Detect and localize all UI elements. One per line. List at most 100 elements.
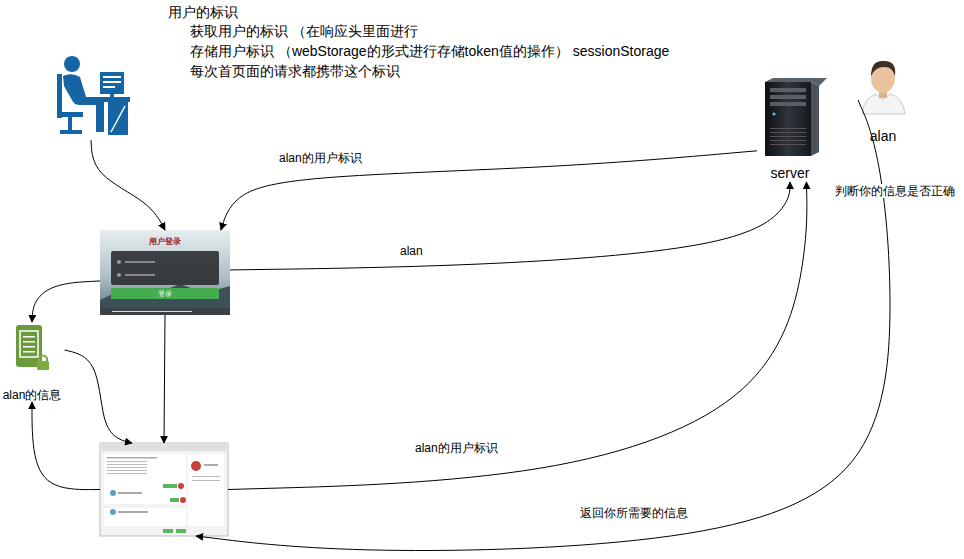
node-text: 用户登录	[149, 237, 181, 247]
node-text: 登录	[158, 288, 172, 299]
chat-screenshot	[163, 484, 177, 488]
user-computer-icon	[108, 102, 128, 135]
chat-screenshot	[118, 511, 148, 513]
document-icon	[23, 351, 35, 353]
chat-screenshot	[176, 529, 186, 533]
user-computer-icon	[57, 74, 62, 118]
user-computer-icon	[103, 76, 121, 78]
user-computer-icon	[60, 130, 82, 134]
document-icon	[23, 346, 35, 348]
edge-label: alan的用户标识	[277, 151, 364, 165]
diagram-title: 用户的标识	[168, 4, 238, 21]
login-screen: 用户登录登录	[100, 230, 230, 315]
server-icon	[773, 113, 776, 116]
connector-arrow	[228, 182, 807, 490]
user-computer-icon	[100, 72, 124, 94]
user-computer-icon	[64, 56, 80, 72]
note-label: 判断你的信息是否正确	[834, 184, 956, 198]
person-icon	[871, 61, 895, 76]
user-computer-icon	[103, 86, 115, 88]
chat-screenshot	[107, 470, 147, 471]
chat-screenshot	[110, 509, 116, 515]
document-icon	[39, 356, 47, 362]
node-text: server	[771, 165, 810, 182]
connector-arrow	[164, 315, 165, 443]
login-screenshot	[125, 261, 155, 263]
chat-screenshot	[180, 497, 186, 503]
chat-screenshot	[100, 443, 228, 451]
chat-screenshot	[192, 480, 220, 481]
edge-label: alan	[398, 244, 425, 258]
connector-arrow	[32, 281, 100, 322]
chat-screenshot	[107, 457, 157, 459]
user-computer-icon	[68, 117, 72, 130]
connector-arrow	[230, 182, 790, 270]
login-screenshot	[111, 251, 219, 285]
chat-screenshot	[163, 529, 173, 533]
chat-screenshot	[100, 443, 228, 536]
person-node: alan	[858, 55, 908, 145]
chat-screenshot	[192, 476, 220, 477]
login-screenshot	[100, 284, 230, 315]
user-computer-icon	[110, 94, 114, 97]
login-screenshot	[100, 230, 230, 315]
info-document: alan的信息	[0, 322, 65, 402]
document-icon	[16, 325, 49, 370]
chat-screenshot	[107, 464, 147, 465]
user-computer-icon	[96, 103, 104, 132]
chat-screenshot	[104, 454, 186, 504]
server-node: server	[757, 78, 823, 182]
node-text: alan的信息	[3, 388, 62, 402]
connector-arrow	[196, 100, 890, 551]
chat-screenshot	[104, 508, 186, 526]
login-screenshot	[117, 260, 121, 264]
document-icon	[37, 361, 49, 370]
document-icon	[23, 341, 35, 343]
login-screenshot	[111, 288, 219, 299]
document-icon	[23, 336, 35, 338]
server-icon	[770, 95, 806, 99]
user-computer-icon	[57, 56, 130, 135]
login-screenshot	[100, 230, 230, 315]
connector-arrow	[221, 151, 757, 230]
login-screenshot	[100, 308, 230, 315]
person-icon	[862, 61, 905, 114]
document-icon	[20, 331, 38, 357]
server-icon	[765, 78, 827, 86]
chat-screenshot	[107, 473, 147, 474]
node-text: alan	[870, 128, 896, 145]
chat-screenshot	[188, 454, 224, 526]
chat-screenshot	[100, 443, 228, 536]
server-icon	[770, 128, 806, 129]
login-screenshot	[112, 311, 192, 312]
note-label: 每次首页面的请求都携带这个标识	[190, 63, 400, 80]
chat-screen	[100, 443, 228, 536]
server-icon	[765, 82, 811, 156]
user-computer-icon	[103, 81, 121, 83]
chat-screenshot	[191, 461, 201, 471]
server-icon	[770, 88, 806, 92]
user-computer-icon	[111, 106, 125, 132]
server-icon	[811, 82, 819, 156]
chat-screenshot	[204, 464, 218, 466]
server-icon	[770, 140, 806, 141]
server-icon	[765, 78, 827, 156]
note-label: 获取用户的标识 （在响应头里面进行	[190, 23, 418, 40]
user-computer-icon	[84, 97, 130, 102]
chat-screenshot	[118, 492, 142, 494]
server-icon	[770, 102, 806, 106]
chat-screenshot	[107, 467, 147, 468]
chat-screenshot	[107, 461, 147, 462]
server-icon	[770, 132, 806, 133]
connector-arrow	[91, 140, 165, 230]
user-icon	[55, 52, 135, 140]
login-screenshot	[125, 274, 155, 276]
chat-screenshot	[178, 483, 184, 489]
edge-label: 返回你所需要的信息	[578, 506, 690, 520]
edge-label: alan的用户标识	[413, 441, 500, 455]
chat-screenshot	[110, 490, 116, 496]
